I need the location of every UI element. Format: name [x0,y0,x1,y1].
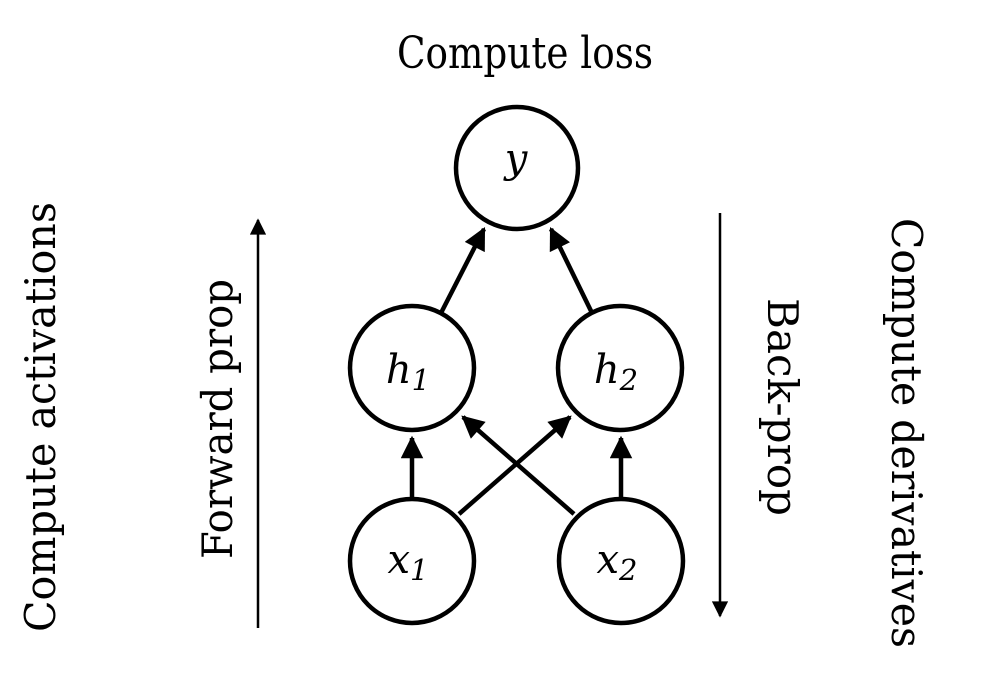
node-h1-label: h1 [386,347,430,397]
back-prop-label: Back-prop [758,298,807,516]
node-h2-letter: h [594,347,620,393]
compute-derivatives-label: Compute derivatives [882,218,931,648]
node-y-letter: y [503,136,529,182]
node-x1-letter: x [387,537,410,583]
node-x2-letter: x [596,537,619,583]
edge-x1-h2 [457,415,572,516]
node-y [453,104,581,232]
node-x2 [556,496,686,626]
compute-activations-label: Compute activations [16,202,65,632]
diagram-title: Compute loss [397,28,653,79]
node-h2-subscript: 2 [619,363,638,397]
node-x2-label: x2 [596,537,637,587]
edge-x2-h1 [461,415,576,516]
node-x1-subscript: 1 [410,553,428,587]
forward-prop-label: Forward prop [193,279,242,559]
node-y-label: y [503,136,529,182]
node-h1-letter: h [386,347,412,393]
node-h2-label: h2 [594,347,638,397]
edge-h1-y [438,226,487,315]
node-h2 [555,303,685,433]
node-x1 [347,496,477,626]
node-h1 [347,303,477,433]
node-h1-subscript: 1 [412,363,430,397]
edge-h2-y [548,226,595,314]
node-x2-subscript: 2 [618,553,637,587]
node-x1-label: x1 [387,537,428,587]
